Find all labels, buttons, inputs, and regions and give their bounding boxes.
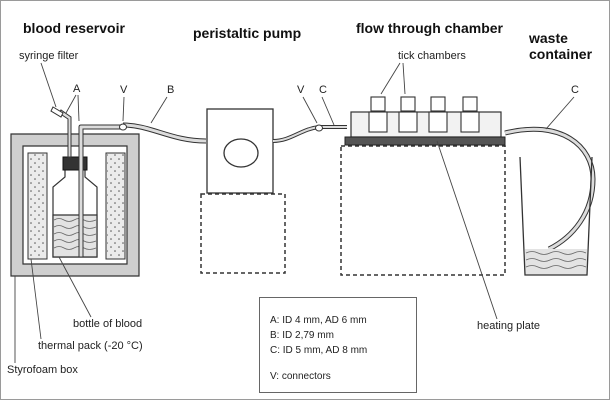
heading-peristaltic-pump: peristaltic pump [193,25,302,41]
pump-base [200,193,286,274]
blood-bottle [52,168,98,258]
label-tube-c-mid: C [319,84,327,96]
label-tube-b: B [167,84,175,96]
legend-tube-c: C: ID 5 mm, AD 8 mm [270,345,368,356]
thermal-pack-right-dots [107,154,124,258]
label-tube-a: A [73,83,81,95]
heading-waste: waste [529,30,568,46]
styrofoam-box [10,133,140,277]
leader-lines [14,62,575,363]
legend-connectors: V: connectors [270,371,331,382]
label-connector-v-left: V [120,84,128,96]
label-heating-plate: heating plate [477,320,540,332]
heading-flow-through-chamber: flow through chamber [356,20,503,36]
legend-tube-b: B: ID 2,79 mm [270,330,334,341]
label-syringe-filter: syringe filter [19,50,79,62]
connector-v-right [315,124,323,132]
pump-rotor [223,138,259,168]
label-bottle-of-blood: bottle of blood [73,318,143,330]
tubing-legend: A: ID 4 mm, AD 6 mm B: ID 2,79 mm C: ID … [259,297,417,393]
tube-a-pair [58,109,124,258]
label-styrofoam-box: Styrofoam box [7,364,78,376]
legend-tube-a: A: ID 4 mm, AD 6 mm [270,315,367,326]
heading-container: container [529,46,593,62]
waste-container [519,156,593,276]
heading-blood-reservoir: blood reservoir [23,20,125,36]
label-connector-v-right: V [297,84,305,96]
tick-chamber-tubes [368,96,480,133]
heating-plate [344,136,506,146]
label-tick-chambers: tick chambers [398,50,466,62]
thermal-pack-left-dots [29,154,46,258]
label-thermal-pack: thermal pack (-20 °C) [38,340,143,352]
label-tube-c-right: C [571,84,579,96]
connector-v-left [119,123,127,131]
syringe-filter [50,106,64,118]
chamber-base [340,145,506,276]
